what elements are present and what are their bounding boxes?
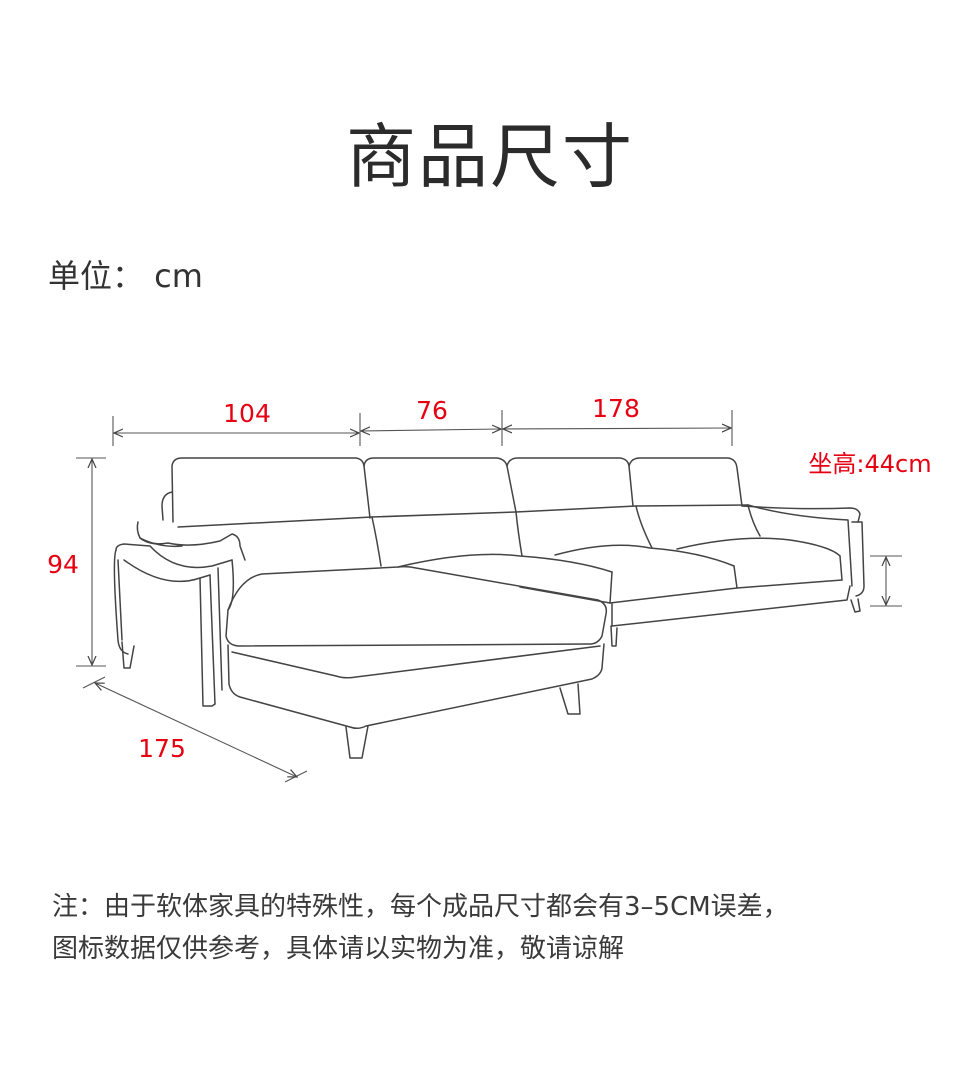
disclaimer-line-1: 注：由于软体家具的特殊性，每个成品尺寸都会有3–5CM误差， xyxy=(52,892,789,922)
dimension-width-right: 178 xyxy=(592,394,640,423)
unit-label: 单位： cm xyxy=(48,257,203,295)
dimension-width-left: 104 xyxy=(223,399,271,428)
seat-height-label: 坐高:44cm xyxy=(808,450,931,478)
dimension-height: 94 xyxy=(47,550,79,579)
page-title: 商品尺寸 xyxy=(346,116,634,198)
sofa-dimension-diagram: 104 76 178 94 175 坐高:44cm xyxy=(47,394,932,783)
dimension-width-middle: 76 xyxy=(416,396,448,425)
disclaimer-line-2: 图标数据仅供参考，具体请以实物为准，敬请谅解 xyxy=(52,934,625,964)
dimension-depth: 175 xyxy=(138,734,186,763)
dimension-lines xyxy=(76,410,902,783)
sofa-line-art xyxy=(113,457,865,759)
